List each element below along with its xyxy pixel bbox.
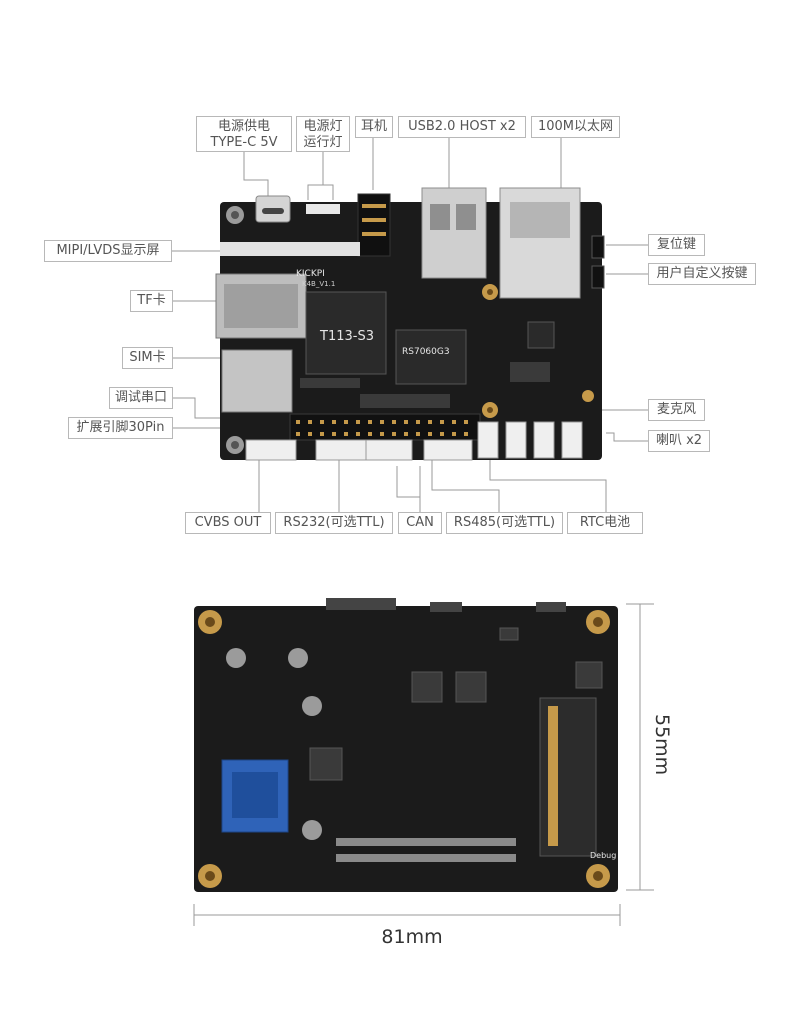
microphone bbox=[582, 390, 594, 402]
speaker-connectors bbox=[477, 421, 583, 459]
mounting-holes-front bbox=[226, 206, 498, 454]
label-speaker: 喇叭 x2 bbox=[648, 430, 710, 452]
label-rs485: RS485(可选TTL) bbox=[446, 512, 563, 534]
label-display-text: MIPI/LVDS显示屏 bbox=[56, 243, 160, 258]
board-back: Debug bbox=[194, 598, 618, 892]
pcb-back bbox=[194, 606, 618, 892]
bottom-connectors bbox=[245, 439, 473, 461]
label-rs232: RS232(可选TTL) bbox=[275, 512, 393, 534]
label-can-text: CAN bbox=[406, 515, 434, 530]
label-power-led: 电源灯 运行灯 bbox=[296, 116, 350, 152]
fpc-display-connector bbox=[220, 242, 360, 256]
label-earphone: 耳机 bbox=[355, 116, 393, 138]
label-ethernet-text: 100M以太网 bbox=[537, 119, 614, 134]
sim-card-slot bbox=[221, 349, 293, 413]
label-power-supply-text: 电源供电 TYPE-C 5V bbox=[210, 119, 278, 150]
label-earphone-text: 耳机 bbox=[361, 119, 388, 134]
label-cvbs-text: CVBS OUT bbox=[194, 515, 262, 530]
label-tf-card-text: TF卡 bbox=[137, 293, 166, 308]
label-sim-card: SIM卡 bbox=[122, 347, 173, 369]
label-rs485-text: RS485(可选TTL) bbox=[453, 515, 556, 530]
pmic-text: RS7060G3 bbox=[402, 347, 450, 357]
label-reset-key-text: 复位键 bbox=[656, 237, 696, 252]
label-cvbs: CVBS OUT bbox=[185, 512, 271, 534]
dimension-width: 81mm bbox=[381, 926, 443, 948]
label-tf-card: TF卡 bbox=[130, 290, 173, 312]
label-power-supply: 电源供电 TYPE-C 5V bbox=[196, 116, 292, 152]
label-debug-uart: 调试串口 bbox=[109, 387, 173, 409]
label-reset-key: 复位键 bbox=[648, 234, 705, 256]
dimension-height: 55mm bbox=[651, 714, 673, 776]
label-can: CAN bbox=[398, 512, 442, 534]
board-brand-text: KICKPI bbox=[296, 269, 325, 279]
soc-chip bbox=[305, 291, 387, 375]
label-usb-host-text: USB2.0 HOST x2 bbox=[408, 119, 516, 134]
pmic-chip bbox=[395, 329, 467, 385]
label-display: MIPI/LVDS显示屏 bbox=[44, 240, 172, 262]
label-ethernet: 100M以太网 bbox=[531, 116, 620, 138]
usb-host-connector bbox=[421, 187, 487, 279]
keys bbox=[591, 235, 605, 289]
soc-text: T113-S3 bbox=[319, 329, 374, 344]
label-sim-card-text: SIM卡 bbox=[129, 350, 166, 365]
board-front: KICKPI K4B_V1.1 T113-S3 RS7060G3 bbox=[215, 187, 605, 461]
label-speaker-text: 喇叭 x2 bbox=[655, 433, 703, 448]
label-microphone: 麦克风 bbox=[648, 399, 705, 421]
label-user-key: 用户自定义按键 bbox=[648, 263, 756, 285]
board-model-text: K4B_V1.1 bbox=[302, 280, 335, 288]
label-rtc: RTC电池 bbox=[567, 512, 643, 534]
led-header bbox=[306, 204, 340, 214]
label-rtc-text: RTC电池 bbox=[579, 515, 631, 530]
eth-phy-chip bbox=[527, 321, 555, 349]
label-user-key-text: 用户自定义按键 bbox=[656, 266, 748, 281]
debug-silk-text: Debug bbox=[590, 851, 616, 860]
label-debug-uart-text: 调试串口 bbox=[115, 390, 168, 405]
label-usb-host: USB2.0 HOST x2 bbox=[398, 116, 526, 138]
label-expansion: 扩展引脚30Pin bbox=[68, 417, 173, 439]
label-rs232-text: RS232(可选TTL) bbox=[283, 515, 385, 530]
label-microphone-text: 麦克风 bbox=[656, 402, 696, 417]
label-power-led-text: 电源灯 运行灯 bbox=[303, 119, 343, 150]
label-expansion-text: 扩展引脚30Pin bbox=[76, 420, 165, 435]
